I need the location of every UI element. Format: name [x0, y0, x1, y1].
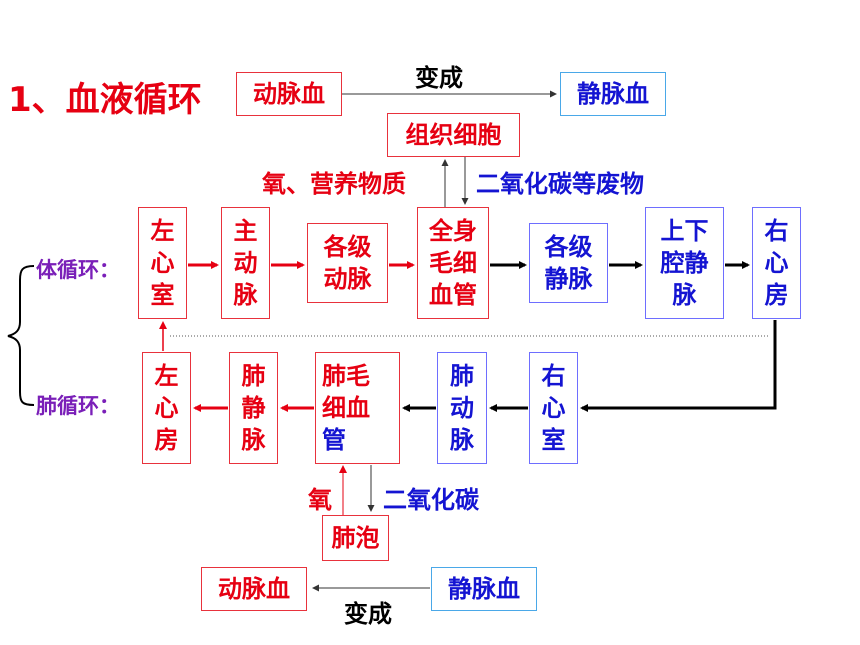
- co2-label: 二氧化碳: [383, 486, 479, 514]
- venous-blood-box-bottom: 静脉血: [431, 567, 537, 611]
- venous-blood-box-top: 静脉血: [560, 72, 666, 116]
- aorta-box: 主动脉: [221, 207, 270, 319]
- arterial-blood-box-bottom: 动脉血: [201, 567, 307, 611]
- systemic-circulation-label: 体循环：: [36, 258, 120, 282]
- curly-brace: [7, 265, 35, 406]
- arteries-box: 各级动脉: [307, 223, 388, 303]
- oxygen-nutrients-label: 氧、营养物质: [262, 170, 406, 198]
- right-atrium-box: 右心房: [752, 207, 801, 319]
- alveoli-box: 肺泡: [322, 515, 389, 561]
- becomes-label-top: 变成: [415, 64, 463, 92]
- pulmonary-capillaries-box: 肺毛 细血 管: [315, 352, 400, 464]
- systemic-capillaries-box: 全身毛细血管: [417, 207, 489, 319]
- tissue-cell-box: 组织细胞: [387, 113, 520, 157]
- veins-box: 各级静脉: [529, 223, 608, 303]
- ra-to-rv-arrow: [580, 320, 777, 412]
- left-atrium-box: 左心房: [142, 352, 191, 464]
- page-title: 1、血液循环: [8, 80, 202, 120]
- co2-waste-label: 二氧化碳等废物: [476, 170, 644, 198]
- oxygen-label: 氧: [308, 486, 332, 514]
- arterial-blood-box-top: 动脉血: [236, 72, 342, 116]
- pulmonary-circulation-label: 肺循环：: [36, 394, 120, 418]
- right-ventricle-box: 右心室: [529, 352, 578, 464]
- becomes-label-bottom: 变成: [344, 600, 392, 628]
- pulmonary-artery-box: 肺动脉: [437, 352, 487, 464]
- left-ventricle-box: 左心室: [138, 207, 187, 319]
- pulmonary-vein-box: 肺静脉: [229, 352, 278, 464]
- vena-cava-box: 上下腔静脉: [645, 207, 724, 319]
